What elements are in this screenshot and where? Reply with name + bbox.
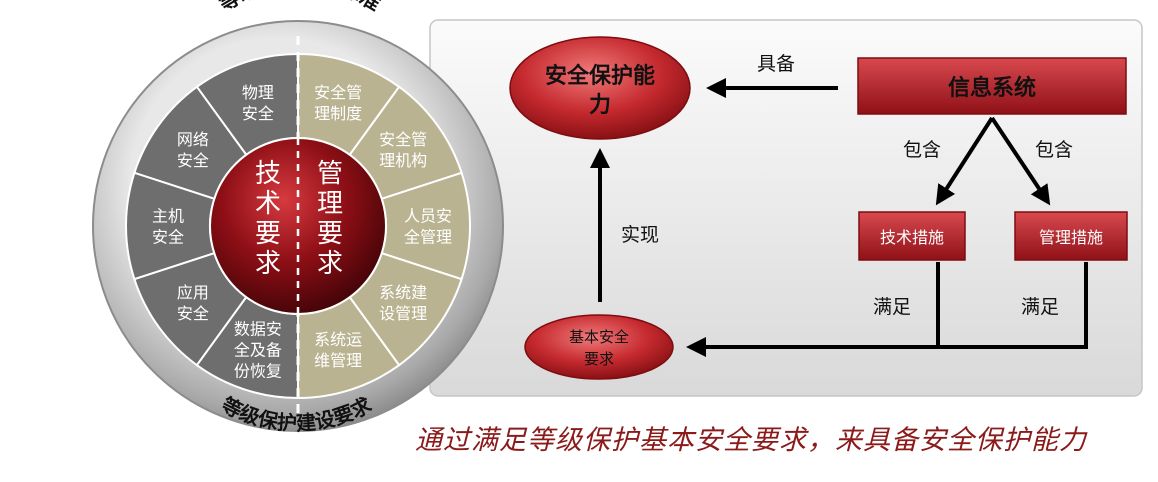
basic-req-label: 基本安全 — [569, 328, 629, 346]
edge-label-contains: 包含 — [903, 139, 941, 161]
info-system-node — [857, 57, 1127, 115]
top-ring-text: 等级保护制度标准 — [215, 0, 385, 16]
mgmt-core-label: 管 理 要 求 — [317, 159, 343, 279]
arrow-system-to-tech — [935, 116, 994, 206]
mgmt-measures-node — [1014, 211, 1128, 261]
tech-segment-label: 主机安全 — [152, 207, 184, 247]
tech-core-char: 求 — [255, 249, 281, 279]
mgmt-segment-label: 人员安全管理 — [404, 207, 452, 247]
tech-core-char: 要 — [255, 219, 281, 249]
basic-req-label: 要求 — [584, 350, 614, 368]
mgmt-core-char: 管 — [317, 159, 343, 189]
edge-label-has: 具备 — [757, 53, 795, 75]
edge-label-satisfy: 满足 — [873, 296, 911, 318]
tech-core-label: 技 术 要 求 — [255, 159, 281, 279]
capability-label: 安全保护能 — [545, 63, 655, 89]
capability-label: 力 — [589, 93, 611, 118]
tech-core-char: 术 — [255, 189, 281, 219]
mgmt-segment-label: 安全管理机构 — [379, 130, 427, 170]
tech-segment-label: 数据安全及备份恢复 — [234, 320, 282, 381]
tech-measures-label: 技术措施 — [880, 228, 944, 247]
mgmt-core-char: 求 — [317, 249, 343, 279]
mgmt-core-char: 要 — [317, 219, 343, 249]
edge-label-realize: 实现 — [621, 224, 659, 246]
info-system-label: 信息系统 — [948, 75, 1036, 101]
tech-segment-label: 网络安全 — [177, 130, 209, 170]
wheel-segments — [125, 52, 471, 400]
slogan-text: 通过满足等级保护基本安全要求，来具备安全保护能力 — [415, 425, 1087, 456]
mgmt-core-char: 理 — [317, 189, 343, 219]
mgmt-segment-label: 系统建设管理 — [379, 283, 427, 323]
tech-measures-node — [858, 211, 966, 261]
mgmt-segment-label: 系统运维管理 — [314, 330, 362, 370]
basic-req-node — [524, 314, 674, 380]
mgmt-segment-label: 安全管理制度 — [314, 83, 362, 123]
arrow-system-to-mgmt — [990, 116, 1051, 206]
capability-node — [509, 36, 691, 140]
tech-segment-label: 物理安全 — [242, 83, 274, 123]
edge-label-satisfy: 满足 — [1021, 296, 1059, 318]
tech-core-char: 技 — [255, 159, 281, 189]
tech-segment-label: 应用安全 — [177, 283, 209, 323]
mgmt-measures-label: 管理措施 — [1039, 228, 1103, 247]
edge-label-contains: 包含 — [1035, 139, 1073, 161]
